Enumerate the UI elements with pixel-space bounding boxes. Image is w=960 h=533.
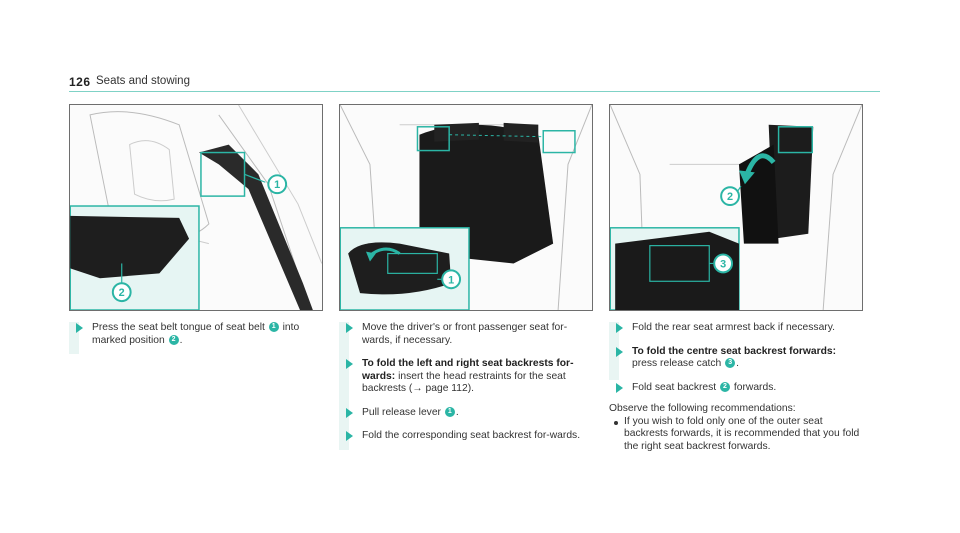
step-fold-backrest: Fold the corresponding seat backrest for… xyxy=(339,430,593,443)
step-fold-armrest: Fold the rear seat armrest back if neces… xyxy=(609,322,863,335)
step-bar xyxy=(69,322,79,354)
callout-badge: 1 xyxy=(268,322,279,333)
page-number: 126 xyxy=(69,75,91,89)
step-bar xyxy=(339,322,349,450)
step-arrow-icon xyxy=(76,323,83,333)
step-arrow-icon xyxy=(346,407,353,418)
step-pull-release-lever: Pull release lever 1. xyxy=(339,407,593,420)
callout-badge: 2 xyxy=(168,334,179,345)
recommendation-bullet: If you wish to fold only one of the oute… xyxy=(609,416,863,454)
step-move-front-seat: Move the driver's or front passenger sea… xyxy=(339,322,593,347)
page-header: 126 Seats and stowing xyxy=(69,75,880,92)
callout-1-label: 1 xyxy=(448,274,454,286)
step-fold-centre-backrest: To fold the centre seat backrest forward… xyxy=(609,346,863,371)
instructions-column-1: Press the seat belt tongue of seat belt … xyxy=(69,322,323,358)
step-bar xyxy=(609,322,619,380)
callout-2-marker xyxy=(111,282,132,303)
callout-badge: 2 xyxy=(720,381,730,392)
step-arrow-icon xyxy=(616,382,623,393)
centre-backrest-illustration: 2 3 xyxy=(610,105,862,310)
page-ref-arrow[interactable]: → xyxy=(412,383,423,394)
callout-1-marker xyxy=(441,269,462,290)
callout-3-label: 3 xyxy=(720,258,726,270)
header-rule xyxy=(69,91,880,92)
step-fold-seat-backrest: Fold seat backrest 2 forwards. xyxy=(609,382,863,395)
step-fold-left-right-backrests: To fold the left and right seat backrest… xyxy=(339,358,593,396)
callout-badge: 1 xyxy=(444,406,455,417)
callout-2-marker xyxy=(720,186,740,207)
instructions-column-2: Move the driver's or front passenger sea… xyxy=(339,322,593,454)
callout-2-label: 2 xyxy=(727,191,733,203)
step-arrow-icon xyxy=(616,346,623,357)
step-arrow-icon xyxy=(616,323,623,333)
figure-centre-backrest: 2 3 xyxy=(609,104,863,311)
callout-3-marker xyxy=(713,253,734,274)
step-press-belt-tongue: Press the seat belt tongue of seat belt … xyxy=(69,322,323,347)
callout-1-label: 1 xyxy=(274,179,280,191)
callout-2-label: 2 xyxy=(119,287,125,299)
instructions-column-3: Fold the rear seat armrest back if neces… xyxy=(609,322,863,453)
bullet-dot-icon xyxy=(614,420,618,425)
callout-1-marker xyxy=(267,174,288,195)
callout-badge: 3 xyxy=(725,358,736,369)
figure-seat-belt: 1 2 xyxy=(69,104,323,311)
figure-rear-bench: 1 xyxy=(339,104,593,311)
step-arrow-icon xyxy=(346,359,353,369)
step-arrow-icon xyxy=(346,431,353,441)
section-title: Seats and stowing xyxy=(96,75,190,87)
rear-bench-illustration: 1 xyxy=(340,105,592,310)
observe-text: Observe the following recommendations: xyxy=(609,403,796,414)
step-arrow-icon xyxy=(346,323,353,333)
seat-belt-illustration: 1 2 xyxy=(70,105,322,310)
